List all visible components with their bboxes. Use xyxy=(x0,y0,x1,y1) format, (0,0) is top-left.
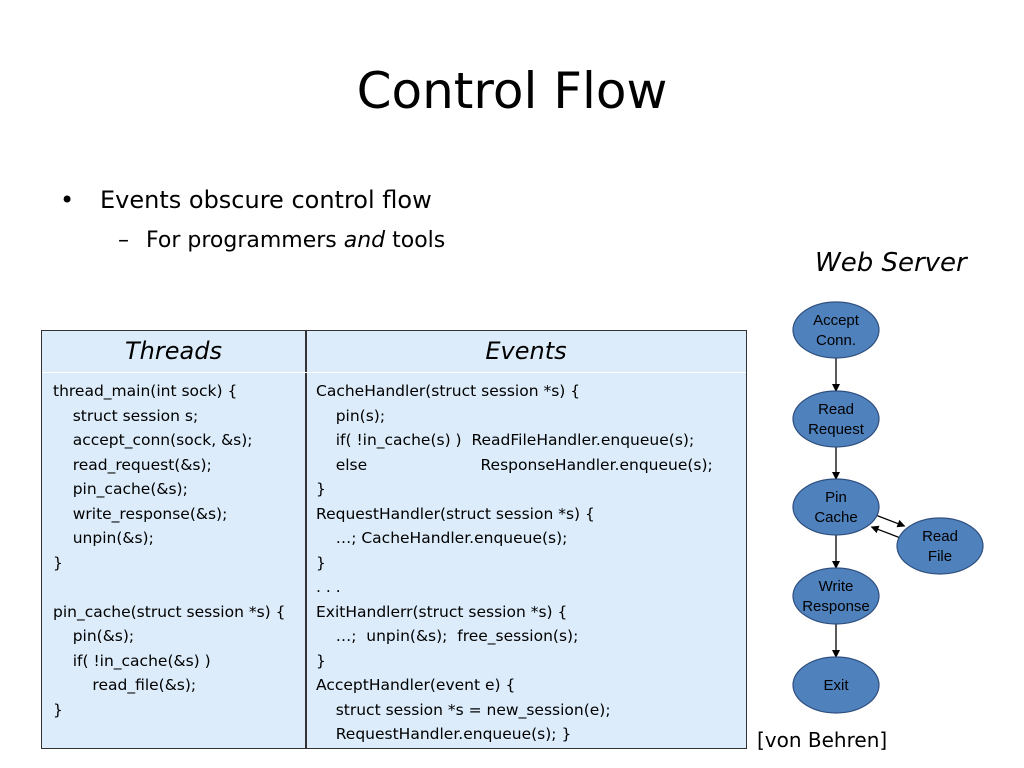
slide-title: Control Flow xyxy=(356,62,668,120)
events-code-line: ExitHandlerr(struct session *s) { xyxy=(316,602,568,621)
sub-bullet-emphasis: and xyxy=(343,228,386,253)
node-accept-label: Accept xyxy=(813,312,860,329)
events-code-line: } xyxy=(316,480,326,498)
node-exit: Exit xyxy=(792,656,880,714)
events-code-line: …; unpin(&s); free_session(s); xyxy=(316,627,579,645)
events-code-block: CacheHandler(struct session *s) { pin(s)… xyxy=(316,379,713,747)
node-exit-shape xyxy=(792,656,880,714)
header-divider xyxy=(42,372,746,373)
citation: [von Behren] xyxy=(757,728,888,752)
threads-code-line: if( !in_cache(&s) ) xyxy=(53,651,211,670)
node-readfile-shape xyxy=(896,517,984,575)
events-code-line: RequestHandler.enqueue(s); } xyxy=(316,725,572,743)
node-accept-label: Conn. xyxy=(816,332,856,349)
node-exit-label: Exit xyxy=(823,677,849,694)
node-readfile: ReadFile xyxy=(896,517,984,575)
column-divider xyxy=(305,331,307,748)
events-code-line: RequestHandler(struct session *s) { xyxy=(316,504,595,523)
sub-bullet-dash: – xyxy=(118,228,129,253)
node-readfile-label: Read xyxy=(922,528,958,545)
events-code-line: CacheHandler(struct session *s) { xyxy=(316,382,581,400)
bullet-text: Events obscure control flow xyxy=(100,186,432,214)
threads-code-line: } xyxy=(53,700,63,719)
threads-code-line: accept_conn(sock, &s); xyxy=(53,431,253,449)
threads-code-line: thread_main(int sock) { xyxy=(53,382,238,400)
threads-code-block: thread_main(int sock) { struct session s… xyxy=(53,379,286,722)
node-read-label: Request xyxy=(808,421,865,438)
events-code-line: if( !in_cache(s) ) ReadFileHandler.enque… xyxy=(316,431,695,449)
node-write-shape xyxy=(792,567,880,625)
events-header: Events xyxy=(485,337,567,365)
web-server-flow-diagram: AcceptConn.ReadRequestPinCacheReadFileWr… xyxy=(792,301,984,714)
threads-code-line: pin(&s); xyxy=(53,627,135,645)
threads-code-line: write_response(&s); xyxy=(53,504,228,523)
sub-bullet-text: For programmers and tools xyxy=(146,228,445,253)
events-code-line: else ResponseHandler.enqueue(s); xyxy=(316,455,713,474)
edge-pin-to-readfile xyxy=(874,514,906,528)
bullet-dot: • xyxy=(60,186,75,214)
threads-header: Threads xyxy=(125,337,222,365)
threads-code-line: read_file(&s); xyxy=(53,676,197,694)
events-code-line: } xyxy=(316,651,326,670)
events-code-line: pin(s); xyxy=(316,406,386,425)
node-accept-shape xyxy=(792,301,880,359)
sub-bullet-suffix: tools xyxy=(385,228,446,253)
node-read-shape xyxy=(792,390,880,448)
node-read-label: Read xyxy=(818,401,854,418)
events-code-line: . . . xyxy=(316,578,341,596)
node-write-label: Response xyxy=(802,598,870,615)
events-code-line: AcceptHandler(event e) { xyxy=(316,676,516,694)
events-code-line: struct session *s = new_session(e); xyxy=(316,700,611,719)
threads-code-line: struct session s; xyxy=(53,406,199,425)
threads-code-line: pin_cache(&s); xyxy=(53,480,188,498)
node-pin-label: Pin xyxy=(825,489,847,506)
threads-code-line: unpin(&s); xyxy=(53,529,154,547)
threads-code-line: pin_cache(struct session *s) { xyxy=(53,602,286,621)
node-write-label: Write xyxy=(819,578,854,595)
threads-code-line xyxy=(53,575,286,600)
threads-code-line: } xyxy=(53,553,63,572)
node-pin-shape xyxy=(792,478,880,536)
node-pin-label: Cache xyxy=(814,509,857,526)
diagram-title: Web Server xyxy=(815,248,967,278)
comparison-table: Threads Events thread_main(int sock) { s… xyxy=(41,330,747,749)
edge-readfile-to-pin xyxy=(870,525,902,539)
threads-code-line: read_request(&s); xyxy=(53,455,212,474)
node-readfile-label: File xyxy=(928,548,952,565)
events-code-line: } xyxy=(316,553,326,572)
sub-bullet-prefix: For programmers xyxy=(146,228,344,253)
events-code-line: …; CacheHandler.enqueue(s); xyxy=(316,529,568,547)
